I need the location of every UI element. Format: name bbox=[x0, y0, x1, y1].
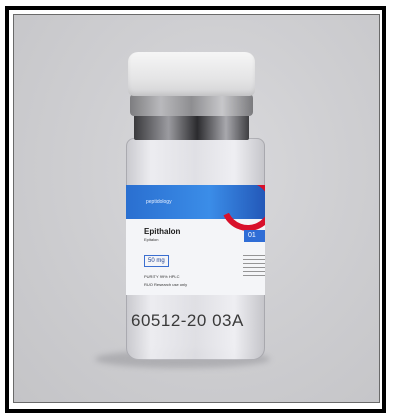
flip-off-cap bbox=[128, 52, 255, 96]
fine-print-block bbox=[243, 252, 265, 279]
product-name: Epithalon bbox=[144, 227, 181, 236]
purity-text: PURITY 99% HPLC bbox=[144, 274, 180, 279]
usage-text: RUO Research use only bbox=[144, 282, 188, 287]
vial-label: peptidology Epithalon Epitalon 50 mg PUR… bbox=[126, 185, 265, 295]
product-subtitle: Epitalon bbox=[144, 237, 159, 242]
brand-name: peptidology bbox=[146, 199, 172, 205]
dose-badge: 50 mg bbox=[144, 255, 169, 267]
label-header-band bbox=[126, 185, 265, 219]
crimp-cap-ring bbox=[130, 94, 253, 116]
lot-code: 60512-20 03A bbox=[131, 311, 244, 330]
vial-stopper bbox=[134, 114, 249, 140]
label-tag: 01 bbox=[244, 230, 265, 242]
